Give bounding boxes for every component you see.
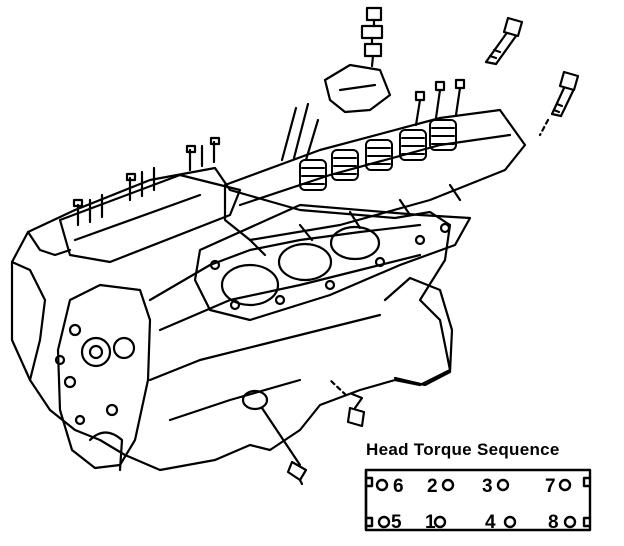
torque-seq-bottom-2: 1 (425, 512, 436, 533)
torque-sequence-title: Head Torque Sequence (366, 440, 560, 459)
torque-seq-top-1: 6 (393, 476, 404, 497)
lower-bolt (328, 378, 366, 428)
torque-seq-top-2: 2 (427, 476, 438, 497)
oil-pressure-sender (241, 389, 308, 486)
right-cylinder-head (223, 6, 527, 257)
head-bolt-upper (484, 16, 524, 66)
torque-seq-top-3: 3 (482, 476, 493, 497)
torque-seq-bottom-4: 8 (548, 512, 559, 533)
torque-seq-top-4: 7 (545, 476, 556, 497)
torque-seq-bottom-1: 5 (391, 512, 402, 533)
head-bolt-right (538, 70, 580, 137)
torque-sequence-diagram (364, 468, 592, 532)
head-gasket (193, 203, 472, 322)
left-cylinder-head (58, 136, 242, 264)
torque-seq-bottom-3: 4 (485, 512, 496, 533)
